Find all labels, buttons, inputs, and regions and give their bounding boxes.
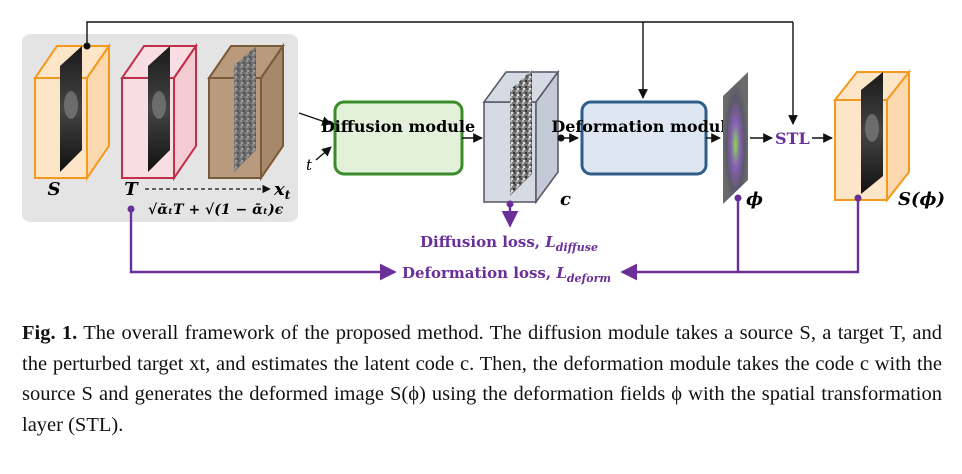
stl-label: STL (775, 129, 810, 148)
figure-caption: Fig. 1. The overall framework of the pro… (22, 318, 942, 440)
caption-label: Fig. 1. (22, 322, 78, 344)
inputs-to-diffusion-arrow (298, 112, 332, 126)
target-to-deformation-loss (129, 209, 397, 281)
perturbed-target-volume (207, 42, 285, 182)
source-skip-line (86, 21, 793, 46)
target-label: T (124, 179, 139, 200)
phi-label: ϕ (746, 189, 763, 210)
diffusion-module-label: Diffusion module (321, 117, 475, 136)
source-volume (33, 42, 111, 182)
deformation-field-image (723, 72, 748, 204)
diffusion-loss-label: Diffusion loss, Ldiffuse (420, 233, 598, 254)
phi-to-deformation-loss (620, 198, 740, 281)
caption-text: The overall framework of the proposed me… (22, 322, 942, 436)
perturbation-formula: √ᾱₜT + √(1 − ᾱₜ)ϵ (148, 202, 284, 218)
deformed-volume (832, 69, 912, 203)
t-input-label: t (306, 156, 313, 174)
latent-label: c (560, 189, 571, 210)
framework-diagram: S T xt √ᾱₜT + √(1 − ᾱₜ)ϵ t Diffusion mod… (22, 21, 945, 285)
target-volume (120, 42, 198, 182)
t-input-arrow (315, 146, 332, 161)
latent-code-volume (482, 69, 560, 205)
deformed-label: S(ϕ) (898, 189, 945, 210)
output-to-deformation-loss (738, 198, 860, 274)
diffusion-module (333, 100, 464, 176)
deformation-loss-label: Deformation loss, Ldeform (402, 264, 611, 285)
source-label: S (48, 179, 61, 200)
xt-label: xt (273, 179, 291, 202)
deformation-module-label: Deformation module (551, 117, 736, 136)
deformation-module (580, 100, 708, 176)
